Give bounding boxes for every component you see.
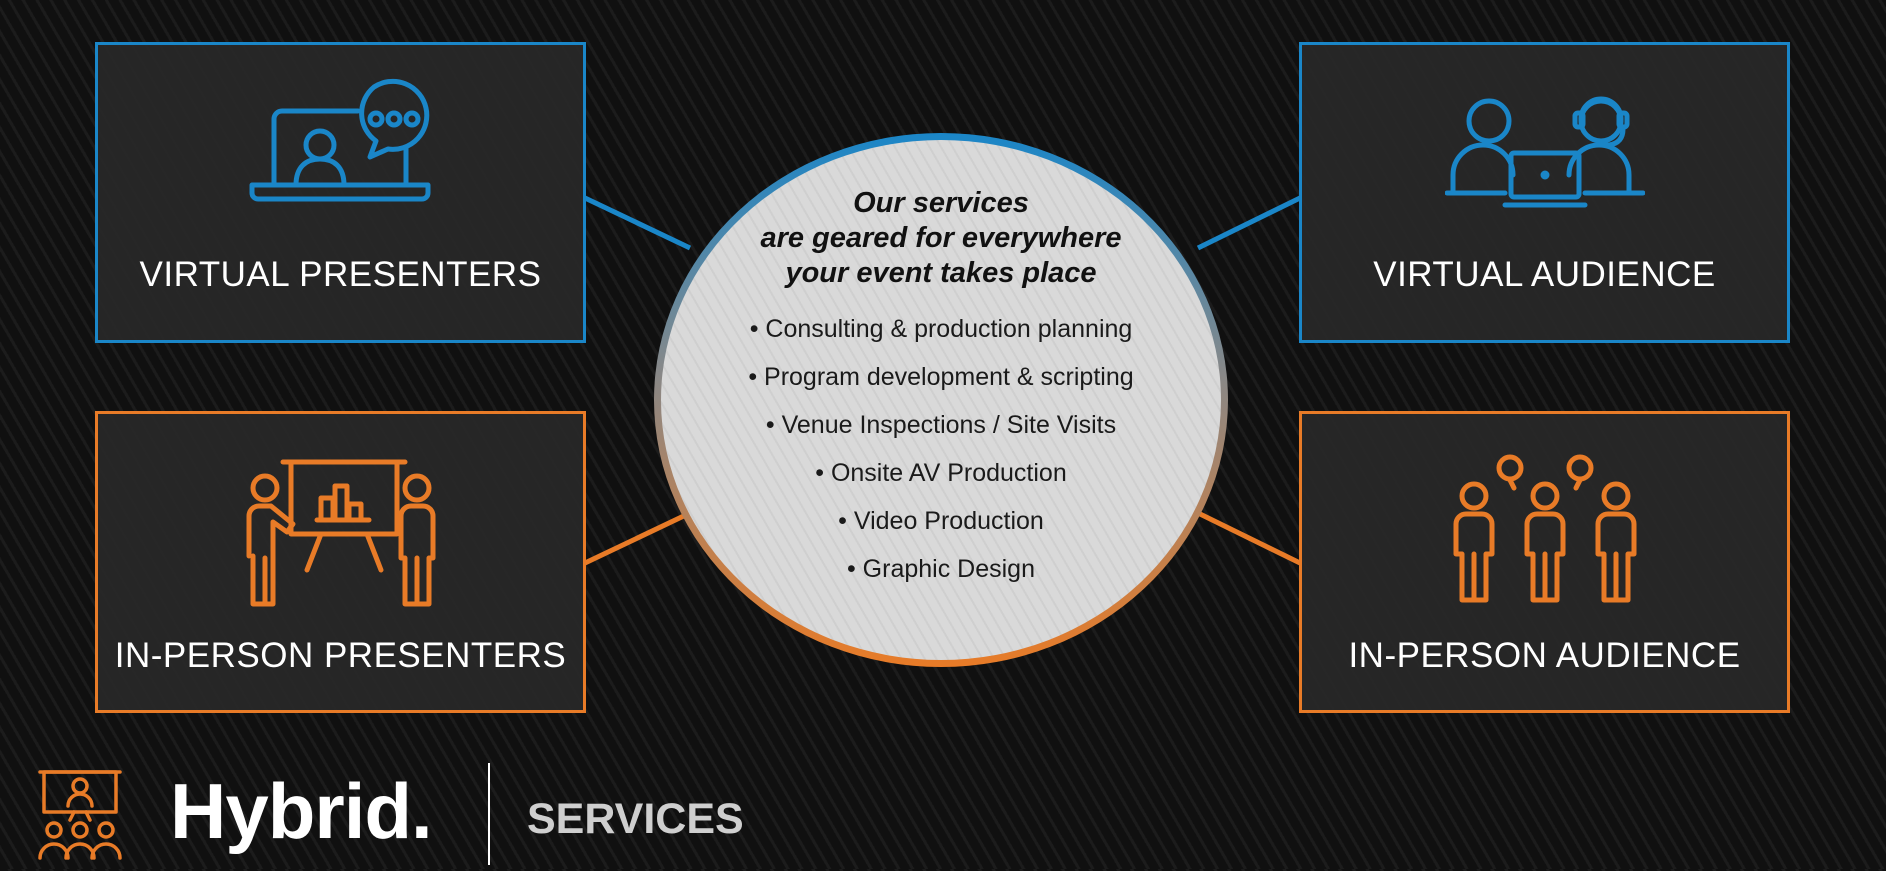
virtual-presenters-box: VIRTUAL PRESENTERS xyxy=(95,42,586,343)
services-list: • Consulting & production planning • Pro… xyxy=(661,305,1221,593)
brand-wordmark: Hybrid. xyxy=(170,767,433,855)
in-person-presenters-box: IN-PERSON PRESENTERS xyxy=(95,411,586,713)
brand-divider xyxy=(488,763,490,865)
hybrid-presentation-logo-icon xyxy=(36,768,124,868)
service-item: • Video Production xyxy=(838,507,1044,535)
in-person-audience-label: IN-PERSON AUDIENCE xyxy=(1348,636,1741,675)
services-circle: Our services are geared for everywhere y… xyxy=(654,133,1228,667)
service-item: • Onsite AV Production xyxy=(815,459,1067,487)
service-item: • Venue Inspections / Site Visits xyxy=(765,411,1117,439)
audience-group-icon xyxy=(1302,454,1787,604)
service-item: • Graphic Design xyxy=(846,555,1035,583)
presenters-whiteboard-icon xyxy=(98,458,583,608)
headline-line: Our services xyxy=(853,187,1029,219)
virtual-audience-label: VIRTUAL AUDIENCE xyxy=(1373,255,1716,294)
headline-line: your event takes place xyxy=(785,257,1097,289)
services-headline: Our services are geared for everywhere y… xyxy=(661,186,1221,291)
headline-line: are geared for everywhere xyxy=(760,222,1122,254)
laptop-presenter-chat-icon xyxy=(98,67,583,207)
brand-tagline: SERVICES xyxy=(527,795,744,843)
service-item: • Consulting & production planning xyxy=(749,315,1133,343)
virtual-audience-box: VIRTUAL AUDIENCE xyxy=(1299,42,1790,343)
virtual-presenters-label: VIRTUAL PRESENTERS xyxy=(139,255,542,294)
people-laptop-headset-icon xyxy=(1302,95,1787,215)
service-item: • Program development & scripting xyxy=(748,363,1134,391)
in-person-audience-box: IN-PERSON AUDIENCE xyxy=(1299,411,1790,713)
in-person-presenters-label: IN-PERSON PRESENTERS xyxy=(114,636,567,675)
